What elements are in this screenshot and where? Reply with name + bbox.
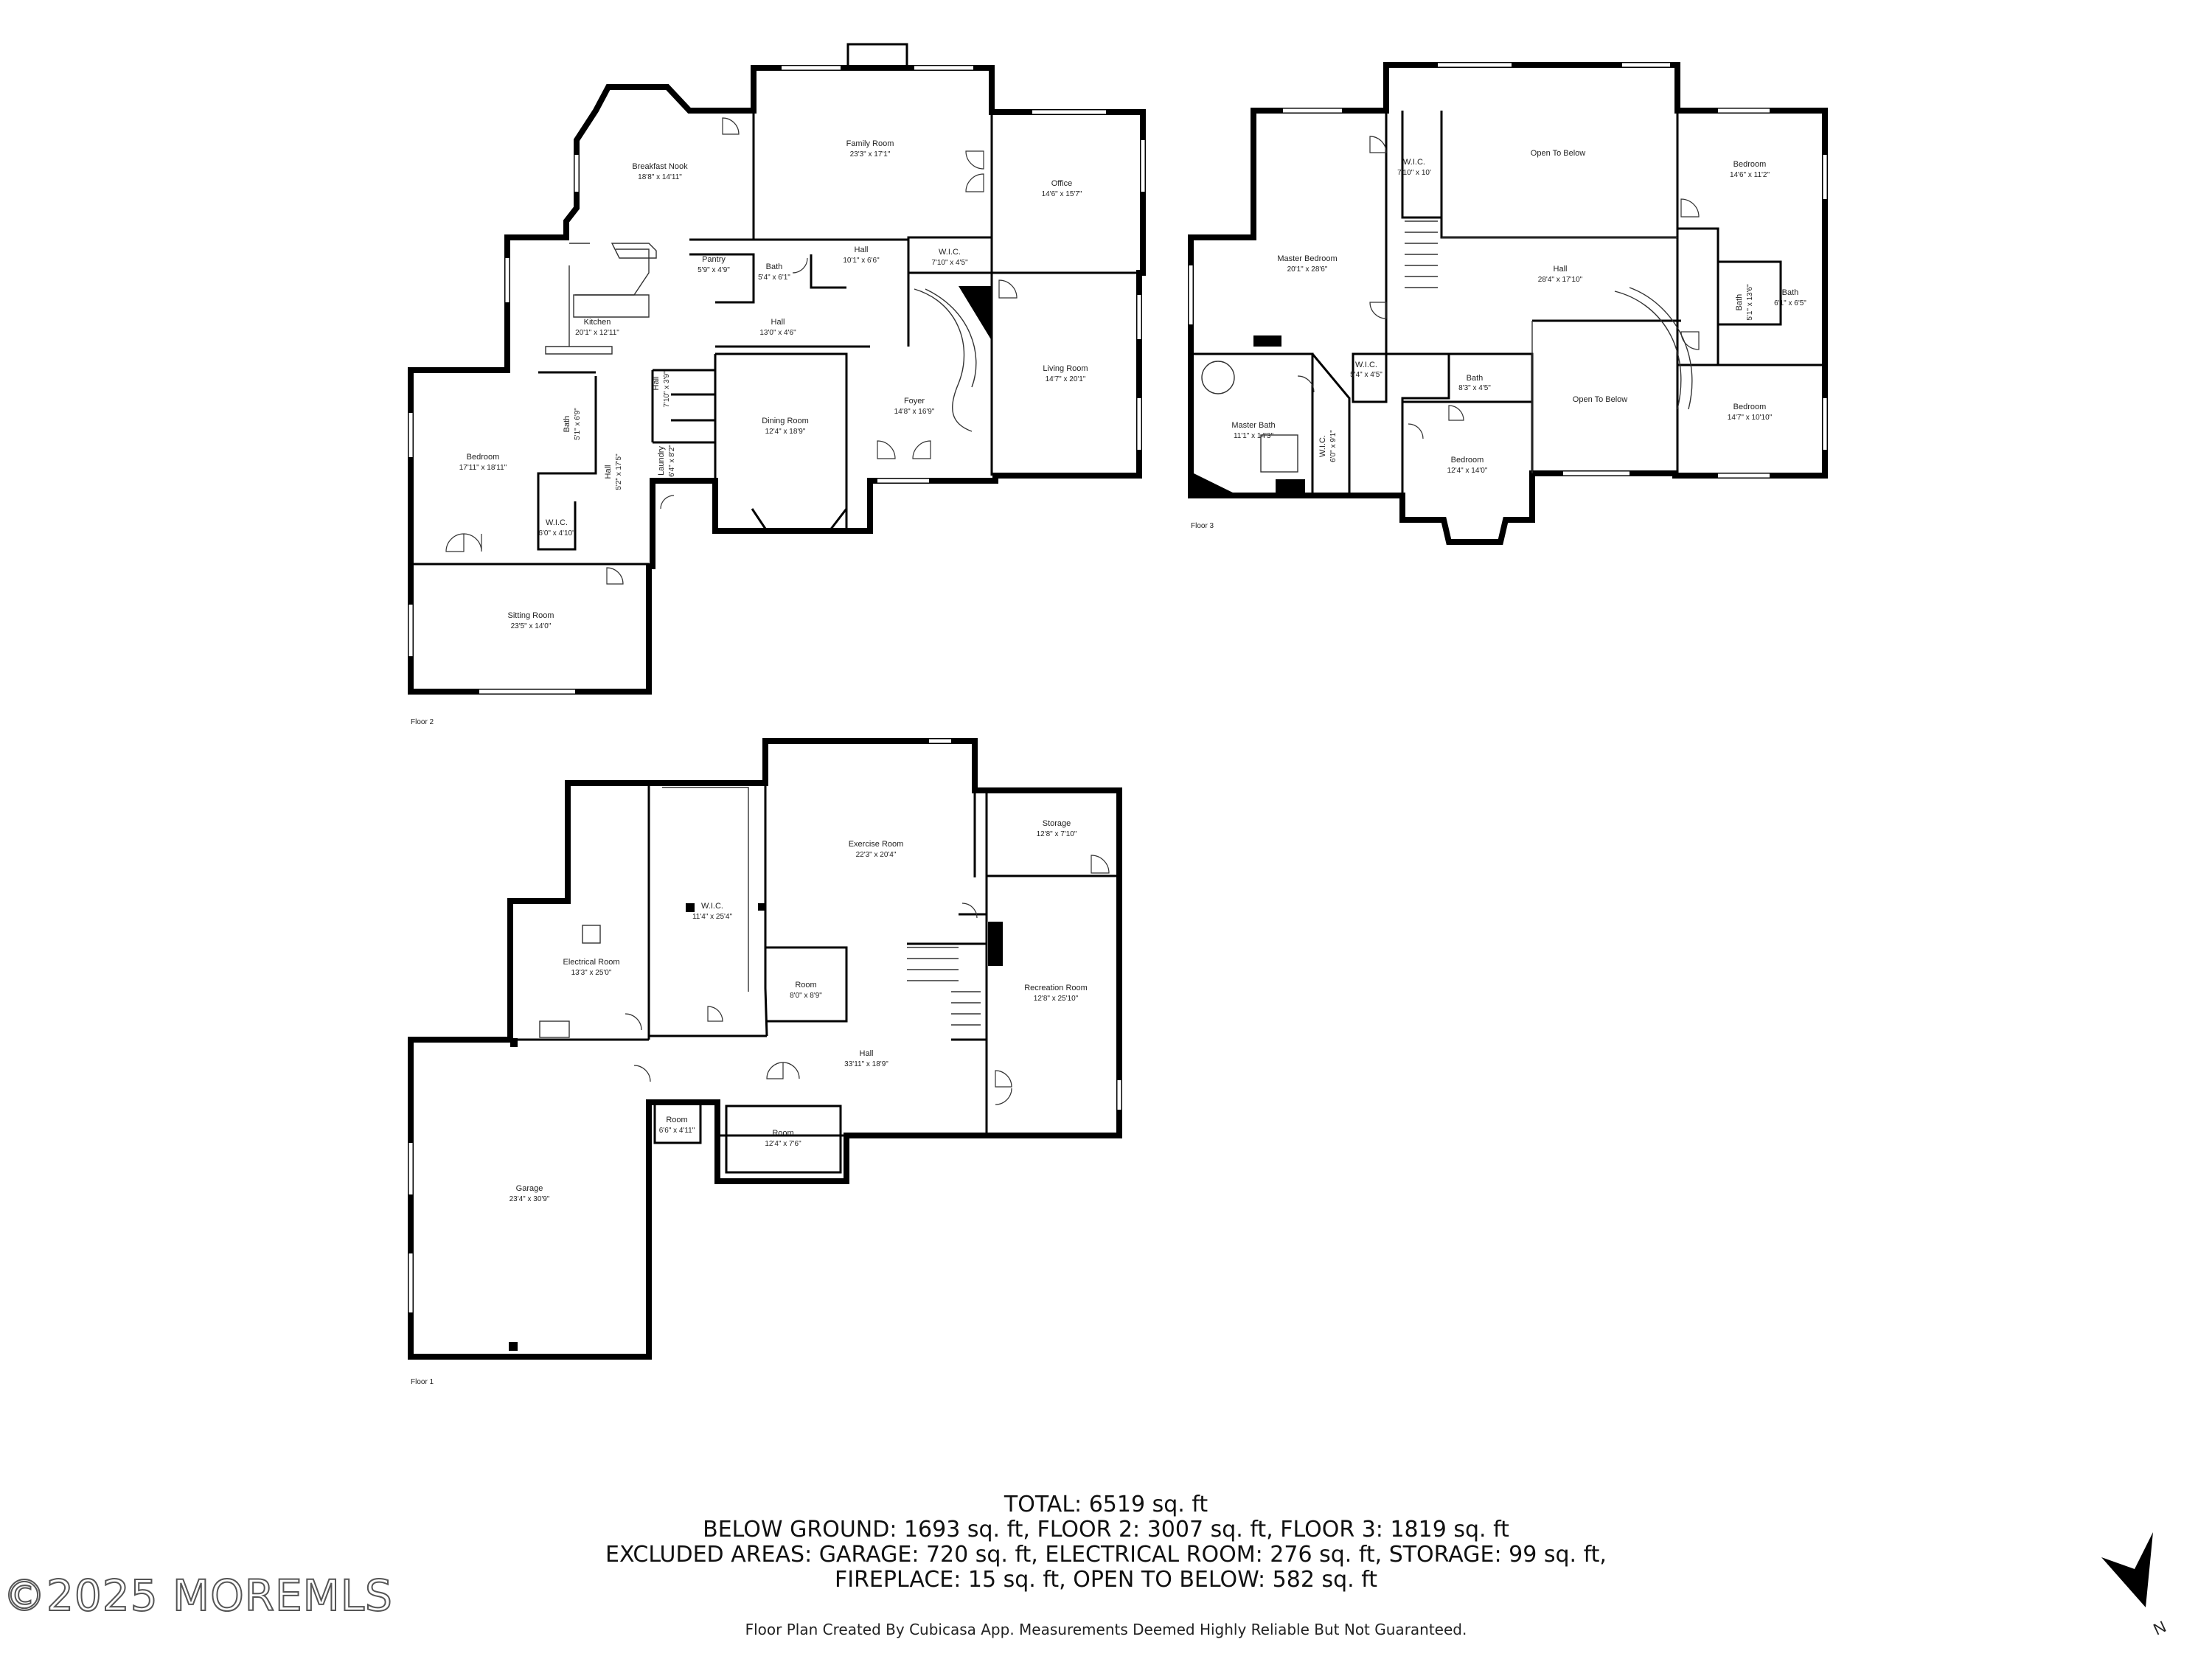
f3-bedroom-ne-dims: 14'6" x 11'2" (1730, 171, 1770, 179)
f3-bath-v-dims: 5'1" x 13'6" (1746, 284, 1754, 321)
bath-dims: 5'4" x 6'1" (758, 274, 790, 282)
floor-2-label: Floor 2 (411, 718, 434, 726)
f1-room-small-name: Room (795, 981, 816, 990)
sitting-room-name: Sitting Room (508, 611, 554, 620)
storage-dims: 12'8" x 7'10" (1037, 830, 1077, 838)
hall-a-name: Hall (855, 246, 869, 254)
office-dims: 14'6" x 15'7" (1042, 190, 1082, 198)
f3-bath-s-dims: 6'1" x 6'5" (1774, 299, 1806, 307)
dining-room-name: Dining Room (762, 417, 809, 425)
kitchen-name: Kitchen (584, 318, 611, 327)
bedroom-dims: 17'11" x 18'11" (459, 464, 507, 472)
open-to-below-mid: Open To Below (1573, 395, 1627, 404)
f3-bath-v-name: Bath (1735, 294, 1744, 311)
f3-bath-m-name: Bath (1467, 374, 1484, 383)
f3-bedroom-se-name: Bedroom (1733, 403, 1767, 411)
hall-c-dims: 7'10" x 3'9" (663, 371, 671, 408)
exercise-room-dims: 22'3" x 20'4" (856, 851, 897, 859)
hall-b-dims: 13'0" x 4'6" (759, 329, 796, 337)
electrical-room-dims: 13'3" x 25'0" (571, 969, 612, 977)
floor-1: Storage 12'8" x 7'10" Exercise Room 22'3… (408, 738, 1122, 1386)
f3-wic2-name: W.I.C. (1355, 361, 1377, 369)
f3-bedroom-ne-name: Bedroom (1733, 160, 1767, 169)
f3-wic-name: W.I.C. (1403, 158, 1425, 167)
f1-room-wide-name: Room (772, 1129, 793, 1138)
breakfast-nook-dims: 18'8" x 14'11" (638, 173, 682, 181)
f3-wic3-name: W.I.C. (1318, 435, 1327, 457)
wic-dims: 7'10" x 4'5" (931, 259, 968, 267)
pantry-name: Pantry (702, 255, 726, 264)
f1-wic-name: W.I.C. (701, 902, 723, 911)
breakfast-nook-name: Breakfast Nook (632, 162, 688, 171)
storage-name: Storage (1043, 819, 1071, 828)
bath2-dims: 5'1" x 6'9" (574, 408, 582, 440)
f1-room-small-dims: 8'0" x 8'9" (790, 992, 822, 1000)
f3-bedroom-s-name: Bedroom (1451, 456, 1484, 465)
f3-bedroom-s-dims: 12'4" x 14'0" (1447, 467, 1488, 475)
foyer-name: Foyer (904, 397, 925, 406)
summary-line-4: FIREPLACE: 15 sq. ft, OPEN TO BELOW: 582… (834, 1567, 1378, 1593)
floor-3: W.I.C. 7'10" x 10' Open To Below Bedroom… (1188, 62, 1828, 545)
garage-dims: 23'4" x 30'9" (509, 1195, 550, 1203)
summary-total: TOTAL: 6519 sq. ft (1004, 1492, 1208, 1517)
living-room-dims: 14'7" x 20'1" (1046, 375, 1086, 383)
family-room-dims: 23'3" x 17'1" (850, 150, 891, 159)
hall-d-name: Hall (604, 465, 613, 479)
exercise-room-name: Exercise Room (849, 840, 904, 849)
sitting-room-dims: 23'5" x 14'0" (511, 622, 552, 630)
wic2-dims: 6'0" x 4'10" (538, 529, 575, 538)
hall-d-dims: 5'2" x 17'5" (615, 453, 623, 490)
f1-hall-dims: 33'11" x 18'9" (844, 1060, 888, 1068)
f3-wic2-dims: 5'4" x 4'5" (1350, 371, 1382, 379)
laundry-name: Laundry (657, 446, 666, 476)
laundry-dims: 6'4" x 8'2" (668, 445, 676, 477)
bath2-name: Bath (563, 416, 571, 433)
master-bath-dims: 11'1" x 14'3" (1234, 432, 1274, 440)
kitchen-dims: 20'1" x 12'11" (575, 329, 619, 337)
summary-line-3: EXCLUDED AREAS: GARAGE: 720 sq. ft, ELEC… (605, 1542, 1607, 1568)
bath-name: Bath (766, 262, 783, 271)
floor-2: Breakfast Nook 18'8" x 14'11" Family Roo… (408, 43, 1146, 726)
f3-bedroom-se-dims: 14'7" x 10'10" (1728, 414, 1773, 422)
f3-wic3-dims: 6'0" x 9'1" (1329, 430, 1338, 462)
watermark: ©2025 MOREMLS (2, 1570, 393, 1621)
office-name: Office (1051, 179, 1073, 188)
f1-wic-dims: 11'4" x 25'4" (692, 913, 733, 921)
f3-wic-dims: 7'10" x 10' (1397, 169, 1431, 177)
family-room-name: Family Room (846, 139, 894, 148)
master-bath-name: Master Bath (1231, 421, 1275, 430)
summary-line-2: BELOW GROUND: 1693 sq. ft, FLOOR 2: 3007… (703, 1517, 1509, 1543)
electrical-room-name: Electrical Room (563, 958, 619, 967)
f1-room-wide-dims: 12'4" x 7'6" (765, 1140, 801, 1148)
wic-name: W.I.C. (939, 248, 961, 257)
foyer-dims: 14'8" x 16'9" (894, 408, 935, 416)
f3-hall-name: Hall (1554, 265, 1568, 274)
pantry-dims: 5'9" x 4'9" (698, 266, 730, 274)
f1-room-tiny-name: Room (666, 1116, 687, 1124)
living-room-name: Living Room (1043, 364, 1088, 373)
master-bedroom-name: Master Bedroom (1277, 254, 1337, 263)
garage-name: Garage (516, 1184, 543, 1193)
hall-c-name: Hall (652, 377, 661, 391)
f3-hall-dims: 28'4" x 17'10" (1538, 276, 1583, 284)
dining-room-dims: 12'4" x 18'9" (765, 428, 806, 436)
recreation-room-dims: 12'8" x 25'10" (1034, 995, 1079, 1003)
f1-hall-name: Hall (860, 1049, 874, 1058)
bedroom-name: Bedroom (467, 453, 500, 462)
open-to-below-top: Open To Below (1531, 149, 1585, 158)
floor-1-label: Floor 1 (411, 1378, 434, 1386)
credit-note: Floor Plan Created By Cubicasa App. Meas… (745, 1621, 1467, 1638)
hall-a-dims: 10'1" x 6'6" (843, 257, 880, 265)
recreation-room-name: Recreation Room (1024, 984, 1088, 992)
f3-bath-s-name: Bath (1782, 288, 1799, 297)
f1-room-tiny-dims: 6'6" x 4'11" (659, 1127, 695, 1135)
f3-bath-m-dims: 8'3" x 4'5" (1458, 384, 1491, 392)
master-bedroom-dims: 20'1" x 28'6" (1287, 265, 1328, 274)
hall-b-name: Hall (771, 318, 785, 327)
floor-3-label: Floor 3 (1191, 522, 1214, 530)
wic2-name: W.I.C. (546, 518, 568, 527)
